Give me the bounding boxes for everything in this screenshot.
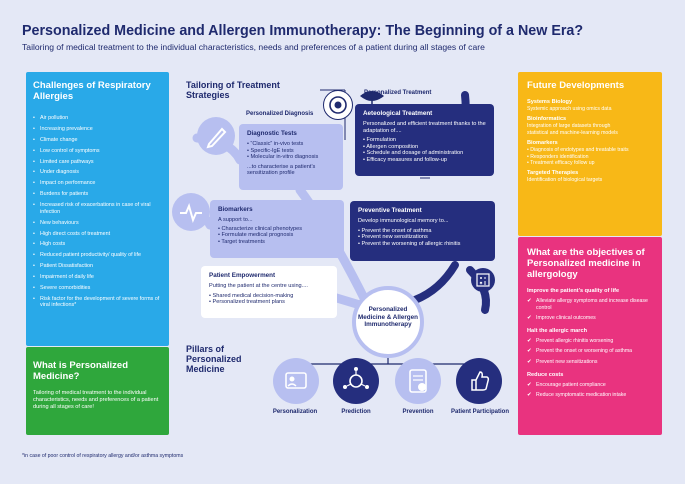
patient-empowerment-intro: Putting the patient at the centre using.…	[209, 283, 308, 289]
objective-item: Encourage patient compliance	[527, 382, 653, 389]
thumbs-up-icon	[456, 358, 502, 404]
list-item: • Formulate medical prognosis	[218, 232, 294, 239]
list-item: Limited care pathways	[33, 159, 162, 166]
objectives-heading: What are the objectives of Personalized …	[527, 247, 645, 280]
list-item: • Characterize clinical phenotypes	[218, 225, 303, 232]
list-item: Patient Dissatisfaction	[33, 263, 162, 270]
list-item: • Prevent the worsening of allergic rhin…	[358, 240, 461, 247]
future-section-text: • Treatment efficacy follow up	[527, 160, 595, 167]
list-item: • Shared medical decision-making	[209, 292, 294, 299]
future-section-text: Systemic approach using omics data	[527, 106, 612, 112]
tailoring-heading: Tailoring of Treatment Strategies	[186, 80, 280, 100]
heartbeat-icon	[172, 193, 210, 231]
objective-item: Prevent new sensitizations	[527, 359, 653, 366]
list-item: • Prevent new sensitizations	[358, 234, 428, 241]
biomarkers-intro: A support to...	[218, 217, 253, 223]
patient-empowerment-box: Patient Empowerment Putting the patient …	[201, 266, 337, 318]
future-section-text: • Responders identification	[527, 153, 589, 160]
list-item: • Efficacy measures and follow-up	[363, 156, 447, 163]
pillar-label-patient-participation: Patient Participation	[451, 409, 510, 415]
future-section-text: Integration of large datasets through	[527, 123, 611, 130]
what-is-heading: What is Personalized Medicine?	[33, 360, 129, 382]
list-item: Under diagnosis	[33, 169, 162, 176]
pen-icon	[197, 117, 235, 155]
list-item: Reduced patient productivity/ quality of…	[33, 252, 162, 259]
list-item: • Allergen composition	[363, 143, 419, 150]
objective-group-title: Halt the allergic march	[527, 327, 587, 334]
page-title: Personalized Medicine and Allergen Immun…	[22, 23, 584, 39]
list-item: High direct costs of treatment	[33, 231, 162, 238]
objective-group-title: Reduce costs	[527, 371, 564, 378]
list-item: • “Classic” in-vivo tests	[247, 141, 304, 147]
list-item: • Personalized treatment plans	[209, 299, 285, 306]
what-is-panel: What is Personalized Medicine? Tailoring…	[26, 347, 169, 435]
future-section-title: Systems Biology	[527, 99, 573, 105]
objective-item: Reduce symptomatic medication intake	[527, 392, 653, 399]
challenges-panel: Challenges of Respiratory Allergies Air …	[26, 72, 169, 346]
list-item: Impact on performance	[33, 180, 162, 187]
diagnostic-note: ...to characterise a patient’s sensitiza…	[247, 163, 316, 177]
preventive-intro: Develop immunological memory to...	[358, 218, 449, 224]
list-item: Increased risk of exacerbations in case …	[33, 202, 162, 215]
objective-item: Alleviate allergy symptoms and increase …	[527, 298, 653, 311]
list-item: • Molecular in-vitro diagnosis	[247, 154, 319, 161]
list-item: Burdens for patients	[33, 191, 162, 198]
pillars-heading: Pillars of Personalized Medicine	[186, 344, 242, 374]
hub-circle	[352, 286, 424, 358]
pillar-label-personalization: Personalization	[272, 409, 318, 415]
list-item: • Formulation	[363, 137, 397, 144]
personalized-treatment-label: Personalized Treatment	[364, 90, 432, 96]
page-subtitle: Tailoring of medical treatment to the in…	[22, 42, 485, 52]
future-section-text: • Diagnosis of endotypes and treatable t…	[527, 147, 629, 154]
list-item: Risk factor for the development of sever…	[33, 296, 162, 309]
list-item: New behaviours	[33, 220, 162, 227]
future-section-title: Bioinformatics	[527, 116, 567, 123]
patient-empowerment-title: Patient Empowerment	[209, 272, 276, 279]
list-item: Low control of symptoms	[33, 148, 162, 155]
pillar-label-prediction: Prediction	[341, 409, 371, 415]
what-is-text: Tailoring of medical treatment to the in…	[33, 390, 159, 410]
list-item: High costs	[33, 241, 162, 248]
objective-item: Prevent the onset or worsening of asthma	[527, 348, 653, 355]
list-item: • Target treatments	[218, 238, 265, 245]
future-developments-panel: Future Developments Systems Biology Syst…	[518, 72, 662, 236]
preventive-treatment-box: Preventive Treatment Develop immunologic…	[350, 201, 495, 261]
list-item: Severe comorbidities	[33, 285, 162, 292]
future-section-title: Targeted Therapies	[527, 170, 579, 177]
diagnostic-tests-title: Diagnostic Tests	[247, 130, 297, 137]
personalized-diagnosis-label: Personalized Diagnosis	[246, 111, 314, 117]
target-icon	[323, 90, 353, 120]
diagnostic-tests-box: Diagnostic Tests • “Classic” in-vivo tes…	[239, 124, 343, 190]
list-item: • Schedule and dosage of administration	[363, 150, 464, 157]
objective-group-title: Improve the patient’s quality of life	[527, 288, 620, 294]
objectives-panel: What are the objectives of Personalized …	[518, 237, 662, 435]
future-section-title: Biomarkers	[527, 140, 558, 147]
pillar-label-prevention: Prevention	[402, 409, 434, 415]
footnote: *in case of poor control of respiratory …	[22, 453, 184, 459]
biomarkers-box: Biomarkers A support to... • Characteriz…	[210, 200, 344, 258]
objective-item: Prevent allergic rhinitis worsening	[527, 338, 653, 345]
calculator-icon	[471, 268, 495, 292]
list-item: • Prevent the onset of asthma	[358, 227, 432, 234]
future-section-text: Identification of biological targets	[527, 177, 603, 184]
future-section-text: statistical and machine-learning models	[527, 129, 618, 136]
objective-item: Improve clinical outcomes	[527, 315, 653, 322]
challenges-heading: Challenges of Respiratory Allergies	[33, 80, 151, 102]
aetiological-treatment-box: Aeteological Treatment Personalized and …	[355, 104, 494, 176]
challenges-list: Air pollution Increasing prevalence Clim…	[33, 115, 162, 309]
aetiological-intro: Personalized and efficient treatment tha…	[363, 121, 486, 134]
future-heading: Future Developments	[527, 80, 625, 91]
list-item: Air pollution	[33, 115, 162, 122]
prevention-icon	[395, 358, 441, 404]
hub-label: Personalized Medicine & Allergen Immunot…	[358, 306, 418, 329]
personalization-icon	[273, 358, 319, 404]
preventive-title: Preventive Treatment	[358, 207, 422, 214]
list-item: Climate change	[33, 137, 162, 144]
aetiological-title: Aeteological Treatment	[363, 110, 433, 117]
list-item: Increasing prevalence	[33, 126, 162, 133]
list-item: • Specific-IgE tests	[247, 147, 294, 154]
prediction-icon	[333, 358, 379, 404]
list-item: Impairment of daily life	[33, 274, 162, 281]
biomarkers-title: Biomarkers	[218, 206, 253, 213]
